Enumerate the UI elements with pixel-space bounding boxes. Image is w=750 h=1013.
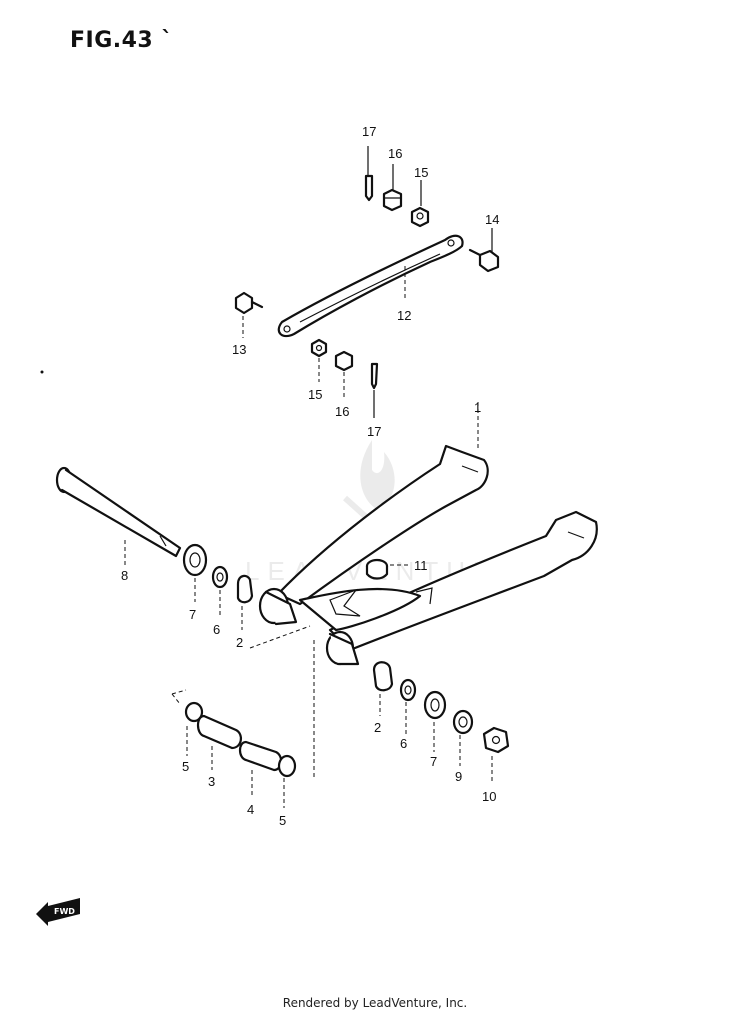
callout-15-lower: 15 xyxy=(308,387,322,402)
washer-right xyxy=(399,678,417,734)
pivot-shaft xyxy=(55,466,182,566)
callout-9: 9 xyxy=(455,769,462,784)
oil-seal-right xyxy=(423,690,447,752)
castle-nut-upper xyxy=(382,164,403,212)
callout-13: 13 xyxy=(232,342,246,357)
footer-credit: Rendered by LeadVenture, Inc. xyxy=(282,996,468,1010)
callout-7-right: 7 xyxy=(430,754,437,769)
washer-upper xyxy=(410,180,430,228)
callout-12: 12 xyxy=(397,308,411,323)
callout-5-right: 5 xyxy=(279,813,286,828)
callout-2-left: 2 xyxy=(236,635,243,650)
callout-15-upper: 15 xyxy=(414,165,428,180)
torque-rod xyxy=(277,234,464,338)
swingarm xyxy=(258,402,598,666)
callout-8: 8 xyxy=(121,568,128,583)
cotter-pin-upper xyxy=(364,146,374,202)
pivot-nut xyxy=(482,726,510,784)
flat-washer xyxy=(452,709,474,766)
bushing-right xyxy=(372,661,394,716)
cotter-pin-lower xyxy=(370,362,379,418)
callout-1: 1 xyxy=(474,400,481,415)
fwd-label: FWD xyxy=(54,907,75,916)
callout-17-upper: 17 xyxy=(362,124,376,139)
callout-3: 3 xyxy=(208,774,215,789)
callout-6-left: 6 xyxy=(213,622,220,637)
bolt-left xyxy=(234,291,264,338)
callout-11: 11 xyxy=(414,558,428,573)
washer-lower xyxy=(310,338,328,382)
callout-5-left: 5 xyxy=(182,759,189,774)
callout-14: 14 xyxy=(485,212,499,227)
fwd-arrow-icon: FWD xyxy=(36,898,80,926)
callout-10: 10 xyxy=(482,789,496,804)
callout-17-lower: 17 xyxy=(367,424,381,439)
castle-nut-lower xyxy=(334,350,354,398)
washer-left xyxy=(211,565,229,618)
bolt-right xyxy=(468,228,500,273)
callout-2-right: 2 xyxy=(374,720,381,735)
callout-7-left: 7 xyxy=(189,607,196,622)
figure-title: FIG.43 ` xyxy=(70,28,173,53)
bearing-assembly-lower xyxy=(171,625,315,808)
rubber-bushing xyxy=(365,558,410,580)
callout-4: 4 xyxy=(247,802,254,817)
oil-seal-left xyxy=(182,543,208,602)
callout-16-lower: 16 xyxy=(335,404,349,419)
stray-mark xyxy=(40,370,44,374)
callout-16-upper: 16 xyxy=(388,146,402,161)
callout-6-right: 6 xyxy=(400,736,407,751)
bushing-left xyxy=(236,574,254,630)
